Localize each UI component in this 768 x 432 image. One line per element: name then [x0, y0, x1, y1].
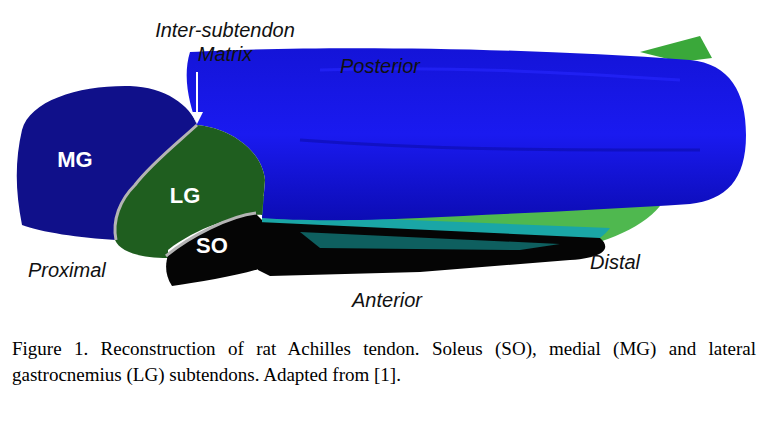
figure-caption: Figure 1. Reconstruction of rat Achilles… [12, 336, 756, 388]
subtendon-name: LG [170, 185, 201, 207]
matrix-boundary [166, 213, 256, 256]
leader-line [196, 72, 198, 114]
tube-shade [300, 140, 700, 150]
direction-label: Anterior [352, 288, 422, 312]
direction-label: Distal [590, 250, 640, 274]
so-subtendon [258, 222, 605, 276]
direction-label: Posterior [340, 54, 420, 78]
subtendon-name: SO [196, 235, 228, 257]
subtendon-name: MG [57, 149, 92, 171]
mg-subtendon-tube [187, 48, 746, 220]
so-cross-section: SO [158, 206, 268, 292]
subtendon-shape [166, 213, 262, 286]
matrix-label: Inter-subtendon Matrix [135, 18, 315, 66]
matrix-boundary [115, 125, 197, 240]
direction-label: Proximal [28, 258, 106, 282]
dark-strip [300, 232, 560, 250]
